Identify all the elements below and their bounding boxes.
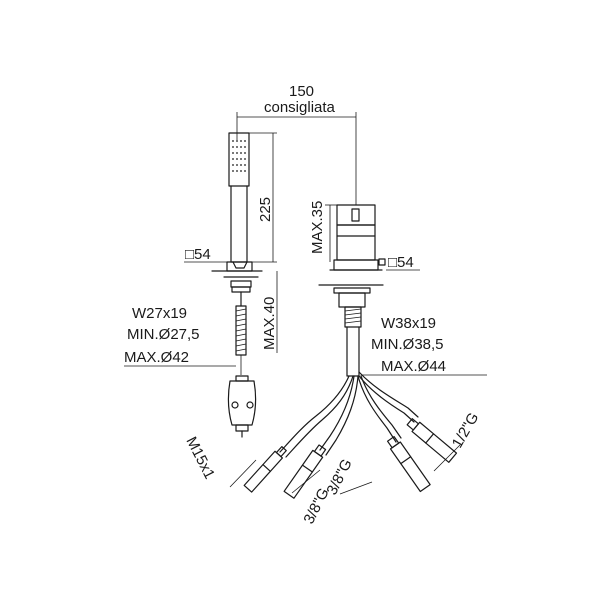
spacing-dimension: 150 consigliata [236,83,357,205]
handset-min-diameter-label: MIN.Ø27,5 [127,326,200,343]
mixer-slot-label: W38x19 [381,315,436,332]
inlet-right-label: 1/2"G [449,410,483,451]
mixer-flange-label: □54 [388,254,414,271]
mixer-min-diameter-label: MIN.Ø38,5 [371,336,444,353]
spacing-value: 150 [289,83,314,100]
hose-thread-label: M15x1 [182,434,218,482]
mixer-body: MAX.35 □54 W38x19 MIN.Ø38,5 MAX.Ø44 [309,201,487,377]
mixer-max-diameter-label: MAX.Ø44 [381,358,446,375]
spacing-note: consigliata [264,99,336,116]
handset-flange-label: □54 [185,246,211,263]
spray-nozzles-icon [232,140,246,172]
handset-slot-label: W27x19 [132,305,187,322]
hand-shower: 225 MAX.40 □54 W27x19 MIN.Ø27,5 MAX.Ø42 [124,132,278,438]
handset-length-label: 225 [257,197,274,222]
flexible-hoses [229,371,461,499]
handset-max-deck-label: MAX.40 [261,297,278,350]
handset-max-diameter-label: MAX.Ø42 [124,349,189,366]
mixer-max-height-label: MAX.35 [309,201,326,254]
inlet-left-outer-label: 3/8"G [300,485,332,526]
